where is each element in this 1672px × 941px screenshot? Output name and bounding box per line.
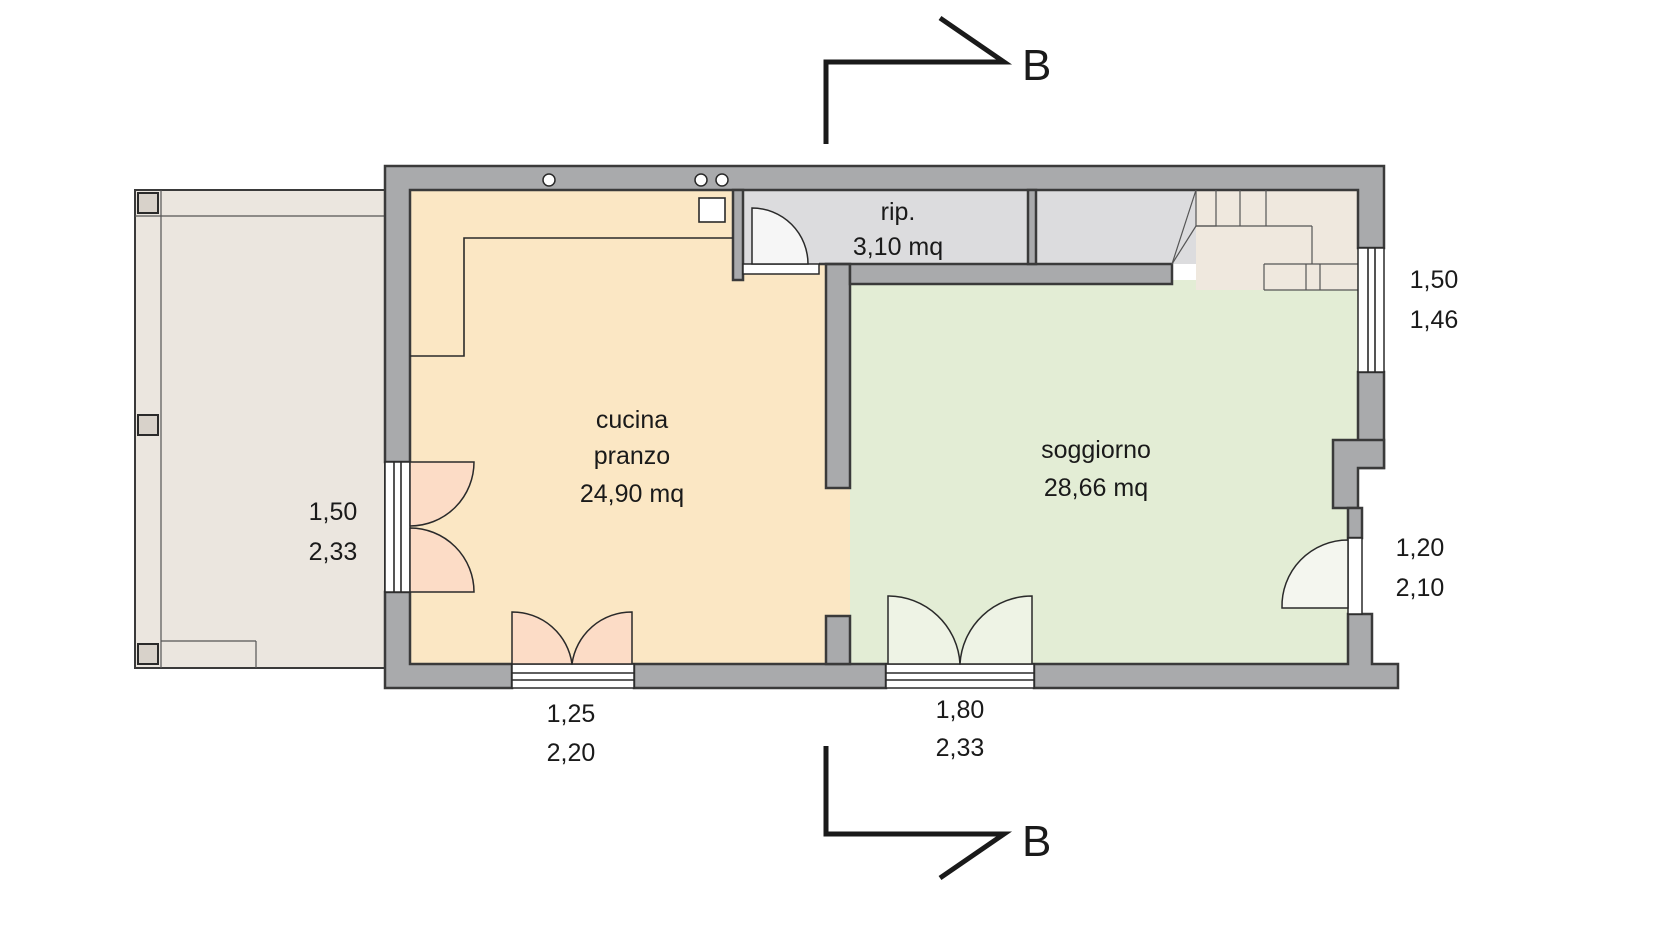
left-door-width: 1,50 <box>309 498 358 526</box>
kitchen-name-line1: cucina <box>596 406 668 434</box>
room-floors <box>410 190 1358 664</box>
living-door-height: 2,33 <box>936 734 985 762</box>
kitchen-door <box>511 611 635 689</box>
hob-burner <box>694 173 708 187</box>
kitchen-sink <box>698 197 726 223</box>
stair-floor <box>1196 190 1358 290</box>
left-door-height: 2,33 <box>309 538 358 566</box>
section-line-top <box>823 15 1013 144</box>
closet-floor <box>1036 190 1196 264</box>
right-door-height: 2,10 <box>1396 574 1445 602</box>
right-window-width: 1,50 <box>1410 266 1459 294</box>
pergola-post <box>137 643 159 665</box>
living-name: soggiorno <box>1041 436 1151 464</box>
pergola-post <box>137 192 159 214</box>
living-area: 28,66 mq <box>1044 474 1148 502</box>
right-door-width: 1,20 <box>1396 534 1445 562</box>
living-door <box>885 595 1035 689</box>
left-door <box>384 461 475 593</box>
right-window-height: 1,46 <box>1410 306 1459 334</box>
staircase <box>1171 189 1358 291</box>
section-label-top: B <box>1022 41 1051 90</box>
kitchen-name-line2: pranzo <box>594 442 670 470</box>
kitchen-door-width: 1,25 <box>547 700 596 728</box>
hob-burner <box>542 173 556 187</box>
porch <box>134 189 386 669</box>
storage-area: 3,10 mq <box>853 233 943 261</box>
right-window <box>1357 247 1385 373</box>
living-floor <box>850 280 1358 664</box>
section-line-bottom <box>823 746 1013 881</box>
kitchen-counter <box>410 173 733 357</box>
pergola-post <box>137 414 159 436</box>
section-label-bottom: B <box>1022 817 1051 866</box>
right-door <box>1281 537 1363 615</box>
living-door-width: 1,80 <box>936 696 985 724</box>
kitchen-area: 24,90 mq <box>580 480 684 508</box>
kitchen-door-height: 2,20 <box>547 739 596 767</box>
storage-door <box>742 207 820 275</box>
hob-burner <box>715 173 729 187</box>
storage-name: rip. <box>881 198 916 226</box>
